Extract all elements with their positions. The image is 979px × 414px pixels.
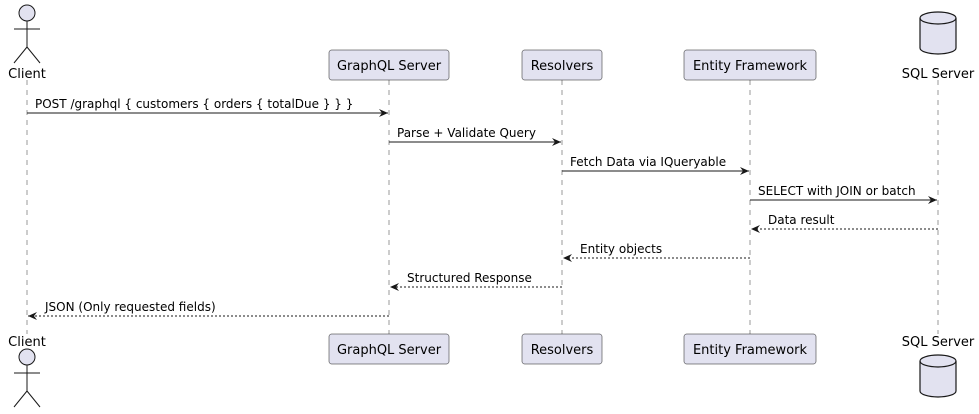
participant-label-graphql-bottom: GraphQL Server	[337, 343, 442, 358]
message-label: SELECT with JOIN or batch	[758, 184, 916, 198]
message-label: Entity objects	[580, 242, 662, 256]
database-icon-top	[919, 11, 957, 55]
participant-label-client-bottom: Client	[8, 335, 46, 350]
message-label: Fetch Data via IQueryable	[570, 155, 726, 169]
message-label: Structured Response	[407, 271, 532, 285]
participant-label-resolvers-top: Resolvers	[531, 59, 594, 74]
client-actor-icon-bottom	[13, 348, 41, 408]
participant-label-client-top: Client	[8, 67, 46, 82]
participant-box-resolvers-bottom: Resolvers	[521, 333, 603, 365]
participant-box-ef-top: Entity Framework	[683, 49, 817, 81]
message-4: SELECT with JOIN or batch	[750, 184, 937, 204]
client-actor-icon-top	[13, 4, 41, 64]
participant-box-resolvers-top: Resolvers	[521, 49, 603, 81]
participant-label-ef-bottom: Entity Framework	[693, 343, 808, 358]
message-6: Entity objects	[563, 242, 750, 262]
message-label: POST /graphql { customers { orders { tot…	[35, 97, 353, 111]
message-8: JSON (Only requested fields)	[28, 300, 389, 320]
message-label: JSON (Only requested fields)	[44, 300, 216, 314]
message-2: Parse + Validate Query	[389, 126, 561, 146]
message-5: Data result	[751, 213, 938, 233]
participant-label-ef-top: Entity Framework	[693, 59, 808, 74]
message-3: Fetch Data via IQueryable	[562, 155, 749, 175]
participant-box-graphql-top: GraphQL Server	[328, 49, 450, 81]
participant-label-sql-top: SQL Server	[902, 67, 975, 82]
message-label: Parse + Validate Query	[397, 126, 536, 140]
participant-label-resolvers-bottom: Resolvers	[531, 343, 594, 358]
participant-box-graphql-bottom: GraphQL Server	[328, 333, 450, 365]
message-7: Structured Response	[390, 271, 562, 291]
participant-label-sql-bottom: SQL Server	[902, 335, 975, 350]
participant-label-graphql-top: GraphQL Server	[337, 59, 442, 74]
database-icon-bottom	[919, 354, 957, 398]
participant-box-ef-bottom: Entity Framework	[683, 333, 817, 365]
message-1: POST /graphql { customers { orders { tot…	[27, 97, 388, 117]
message-label: Data result	[768, 213, 835, 227]
